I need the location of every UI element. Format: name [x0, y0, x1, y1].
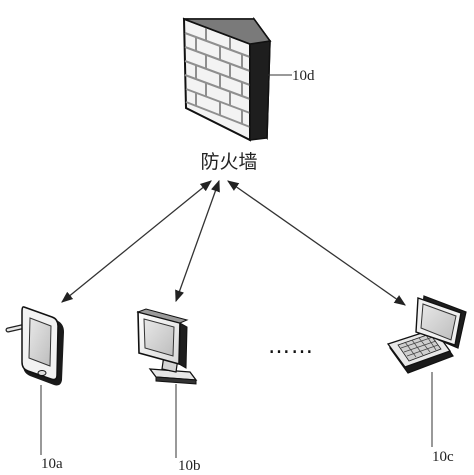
arrow-firewall-10a — [61, 180, 212, 303]
tablet-icon — [5, 306, 64, 386]
device-ref-label-10a: 10a — [41, 456, 63, 472]
arrow-firewall-10c — [227, 180, 406, 306]
laptop-icon — [386, 295, 467, 374]
device-ref-label-10b: 10b — [178, 458, 201, 474]
firewall-icon — [182, 16, 272, 142]
device-ref-label-10c: 10c — [432, 449, 454, 465]
desktop-monitor-icon — [136, 308, 198, 385]
firewall-label: 防火墙 — [200, 151, 257, 173]
firewall-ref-label: 10d — [292, 68, 315, 84]
more-devices-ellipsis: …… — [268, 334, 314, 359]
connection-arrows — [61, 179, 406, 306]
arrow-firewall-10b — [175, 179, 220, 303]
